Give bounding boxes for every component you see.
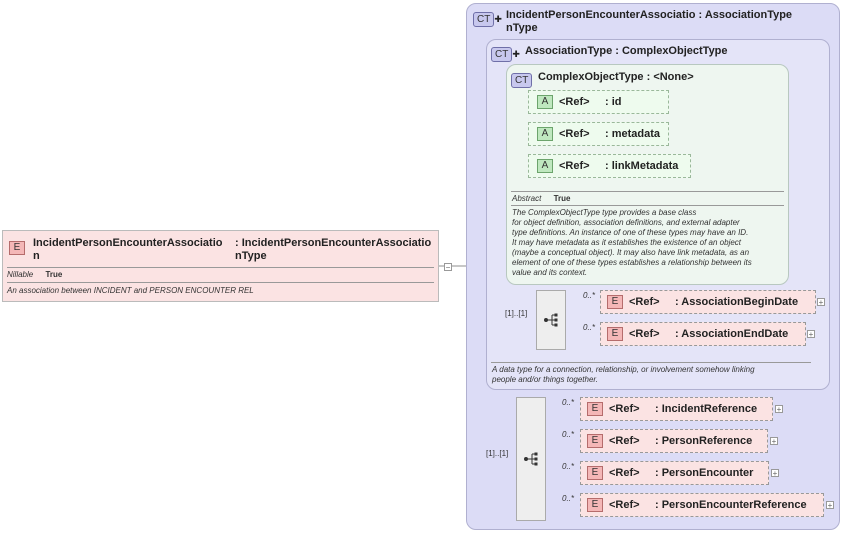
element-badge-icon: E: [587, 434, 603, 448]
attribute-badge-icon: A: [537, 127, 553, 141]
cardinality-label: 0..*: [562, 398, 575, 407]
complex-type-badge-icon: CT: [473, 12, 495, 27]
sequence-cardinality: [1]..[1]: [505, 309, 528, 318]
cardinality-label: 0..*: [562, 494, 575, 503]
element-badge-icon: E: [607, 295, 623, 309]
element-badge-icon: E: [587, 498, 603, 512]
divider: [511, 205, 784, 206]
divider: [7, 267, 434, 268]
divider: [511, 191, 784, 192]
attribute-link-metadata[interactable]: A <Ref> : linkMetadata: [528, 154, 691, 178]
association-type-description: A data type for a connection, relationsh…: [492, 365, 755, 384]
complex-type-badge-icon: CT: [491, 47, 513, 62]
divider: [7, 282, 434, 283]
element-association-begin-date[interactable]: E <Ref> : AssociationBeginDate: [600, 290, 816, 314]
element-person-reference[interactable]: E <Ref> : PersonReference: [580, 429, 768, 453]
element-person-encounter[interactable]: E <Ref> : PersonEncounter: [580, 461, 769, 485]
attribute-metadata[interactable]: A <Ref> : metadata: [528, 122, 669, 146]
expand-toggle-icon[interactable]: +: [775, 405, 783, 414]
cardinality-label: 0..*: [562, 462, 575, 471]
complex-type-badge-icon: CT: [511, 73, 533, 88]
sequence-cardinality: [1]..[1]: [486, 449, 509, 458]
association-type-title: AssociationType : ComplexObjectType: [525, 45, 728, 57]
expand-toggle-icon[interactable]: +: [770, 437, 778, 446]
element-association-end-date[interactable]: E <Ref> : AssociationEndDate: [600, 322, 806, 346]
root-description: An association between INCIDENT and PERS…: [7, 286, 254, 295]
complex-object-type-title: ComplexObjectType : <None>: [538, 71, 694, 83]
nillable-row: Nillable True: [7, 270, 63, 279]
sequence-icon[interactable]: [536, 290, 566, 350]
abstract-row: Abstract True: [512, 194, 571, 203]
attribute-badge-icon: A: [537, 159, 553, 173]
element-badge-icon: E: [9, 241, 25, 255]
expand-toggle-icon[interactable]: +: [771, 469, 779, 478]
element-person-encounter-reference[interactable]: E <Ref> : PersonEncounterReference: [580, 493, 824, 517]
element-badge-icon: E: [607, 327, 623, 341]
expand-toggle-icon[interactable]: +: [807, 330, 815, 339]
sequence-icon[interactable]: [516, 397, 546, 521]
collapse-toggle-icon[interactable]: −: [444, 263, 452, 272]
cardinality-label: 0..*: [583, 323, 596, 332]
complex-object-type-description: The ComplexObjectType type provides a ba…: [512, 208, 752, 277]
attribute-badge-icon: A: [537, 95, 553, 109]
divider: [491, 362, 811, 363]
outer-type-title: IncidentPersonEncounterAssociatio : Asso…: [506, 9, 793, 34]
cardinality-label: 0..*: [583, 291, 596, 300]
expand-toggle-icon[interactable]: +: [826, 501, 834, 510]
element-incident-reference[interactable]: E <Ref> : IncidentReference: [580, 397, 773, 421]
element-badge-icon: E: [587, 466, 603, 480]
cardinality-label: 0..*: [562, 430, 575, 439]
expand-toggle-icon[interactable]: +: [817, 298, 825, 307]
attribute-id[interactable]: A <Ref> : id: [528, 90, 669, 114]
element-badge-icon: E: [587, 402, 603, 416]
